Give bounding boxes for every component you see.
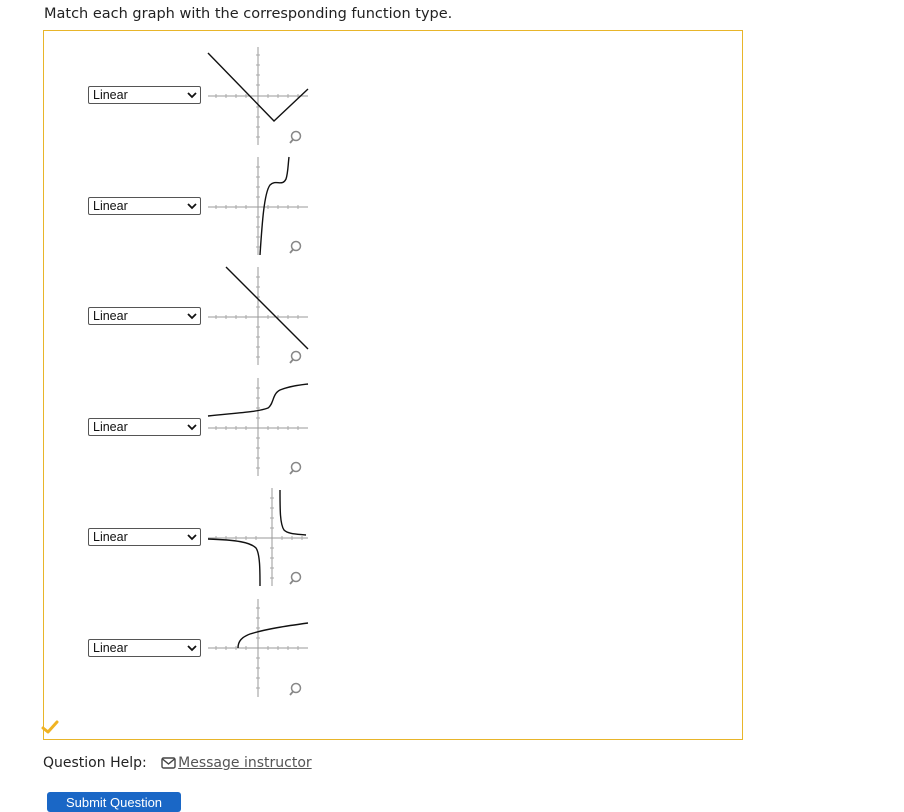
graph-thumbnail bbox=[207, 488, 308, 587]
match-item-1: Linear bbox=[88, 45, 328, 155]
match-item-4: Linear bbox=[88, 376, 328, 486]
select-value: Linear bbox=[93, 199, 128, 213]
zoom-icon[interactable] bbox=[289, 571, 302, 585]
match-item-6: Linear bbox=[88, 597, 328, 707]
chevron-down-icon bbox=[187, 313, 197, 320]
function-type-select[interactable]: Linear bbox=[88, 86, 201, 104]
zoom-icon[interactable] bbox=[289, 682, 302, 696]
graph-thumbnail bbox=[207, 47, 309, 145]
question-prompt: Match each graph with the corresponding … bbox=[44, 6, 453, 22]
select-value: Linear bbox=[93, 641, 128, 655]
zoom-icon[interactable] bbox=[289, 240, 302, 254]
graph-thumbnail bbox=[208, 156, 308, 256]
match-item-2: Linear bbox=[88, 155, 328, 265]
question-help: Question Help: Message instructor bbox=[43, 755, 312, 771]
answer-area bbox=[43, 30, 743, 740]
help-label: Question Help: bbox=[43, 755, 147, 771]
zoom-icon[interactable] bbox=[289, 350, 302, 364]
chevron-down-icon bbox=[187, 92, 197, 99]
graph-thumbnail bbox=[208, 599, 309, 697]
checkmark-icon bbox=[41, 720, 59, 734]
zoom-icon[interactable] bbox=[289, 130, 302, 144]
submit-question-button[interactable]: Submit Question bbox=[47, 792, 181, 812]
select-value: Linear bbox=[93, 420, 128, 434]
message-instructor-link[interactable]: Message instructor bbox=[178, 755, 312, 771]
graph-thumbnail bbox=[207, 378, 309, 476]
chevron-down-icon bbox=[187, 203, 197, 210]
match-item-5: Linear bbox=[88, 486, 328, 596]
chevron-down-icon bbox=[187, 424, 197, 431]
select-value: Linear bbox=[93, 88, 128, 102]
graph-thumbnail bbox=[208, 266, 309, 365]
chevron-down-icon bbox=[187, 645, 197, 652]
mail-icon bbox=[161, 757, 176, 769]
function-type-select[interactable]: Linear bbox=[88, 418, 201, 436]
function-type-select[interactable]: Linear bbox=[88, 307, 201, 325]
function-type-select[interactable]: Linear bbox=[88, 528, 201, 546]
select-value: Linear bbox=[93, 530, 128, 544]
zoom-icon[interactable] bbox=[289, 461, 302, 475]
match-item-3: Linear bbox=[88, 265, 328, 375]
chevron-down-icon bbox=[187, 534, 197, 541]
function-type-select[interactable]: Linear bbox=[88, 639, 201, 657]
function-type-select[interactable]: Linear bbox=[88, 197, 201, 215]
select-value: Linear bbox=[93, 309, 128, 323]
